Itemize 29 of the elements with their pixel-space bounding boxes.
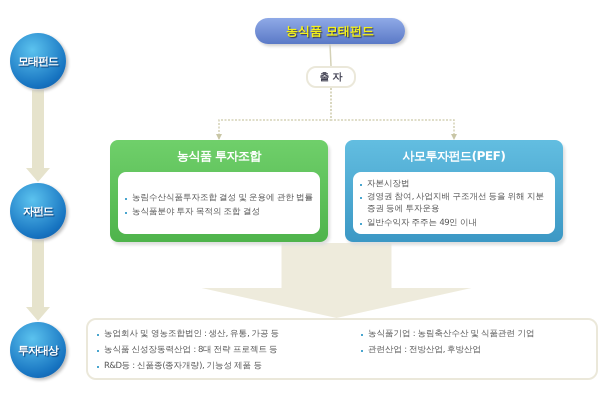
node-label: 자펀드 <box>23 204 53 218</box>
bullet-text: 농림수산식품투자조합 결성 및 운용에 관한 법률 <box>132 192 314 204</box>
box-heading: 사모투자펀드(PEF) <box>402 148 506 165</box>
step-circle <box>10 322 66 378</box>
bullet-text: 농식품분야 투자 목적의 조합 결성 <box>132 206 261 218</box>
bullet-text: 관련산업 : 전방산업, 후방산업 <box>368 344 482 356</box>
step-circle <box>10 183 66 239</box>
bullet-text: 농식품기업 : 농림축산수산 및 식품관련 기업 <box>368 328 536 340</box>
arrow <box>330 88 457 140</box>
node-label: 투자대상 <box>18 342 58 358</box>
fund-box <box>110 140 328 242</box>
bullet-text: 농식품 신성장동력산업 : 8대 전략 프로젝트 등 <box>104 344 278 356</box>
label-pill <box>306 66 356 88</box>
box-heading: 농식품 투자조합 <box>176 148 262 165</box>
bullet-text: R&D등 : 신품종(종자개량), 기능성 제품 등 <box>104 360 263 372</box>
bullet-text: 자본시장법 <box>367 178 410 190</box>
arrow <box>26 240 50 321</box>
bullet-text: 일반수익자 주주는 49인 이내 <box>367 217 478 229</box>
target-box <box>86 318 598 380</box>
step-circle <box>10 33 66 89</box>
node-label: 농식품 모태펀드 <box>286 22 374 40</box>
node-label: 모태펀드 <box>18 54 58 68</box>
node-label: 출 자 <box>319 71 343 84</box>
bullet-text: 경영권 참여, 사업지배 구조개선 등을 위해 지분 증권 등에 투자운용 <box>367 191 545 215</box>
bullet-text: 농업회사 및 영농조합법인 : 생산, 유통, 가공 등 <box>104 328 280 340</box>
fund-box <box>345 140 563 242</box>
arrow <box>26 90 50 182</box>
arrow <box>202 243 472 318</box>
fund-pill <box>255 18 405 44</box>
